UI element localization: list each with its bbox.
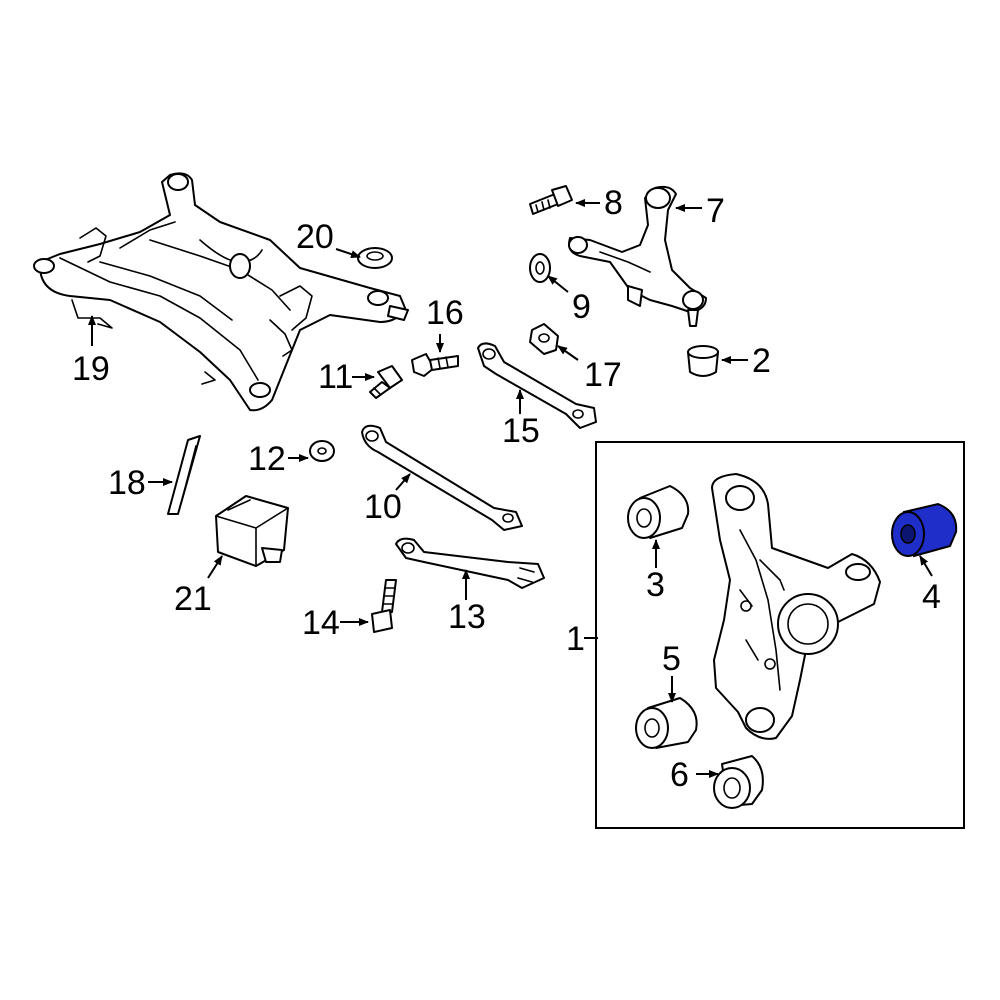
label-13: 13: [448, 598, 486, 636]
label-19: 19: [72, 350, 110, 388]
link-part-13[interactable]: [395, 537, 545, 589]
bolt-part-11[interactable]: [369, 365, 403, 399]
label-12: 12: [248, 440, 286, 478]
label-17: 17: [584, 356, 622, 394]
label-20: 20: [296, 218, 334, 256]
bushing-part-2[interactable]: [687, 345, 719, 377]
subframe-part[interactable]: [33, 172, 409, 412]
leader-lines: [88, 199, 933, 778]
link-part-10[interactable]: [361, 424, 523, 531]
label-8: 8: [604, 184, 623, 222]
label-18: 18: [108, 464, 146, 502]
label-15: 15: [502, 412, 540, 450]
washer-part-12[interactable]: [309, 440, 335, 462]
label-3: 3: [646, 566, 665, 604]
label-9: 9: [572, 288, 591, 326]
knuckle-assembly-box: [595, 441, 965, 829]
knuckle-part-1[interactable]: [711, 473, 881, 740]
bolt-part-8[interactable]: [529, 185, 573, 215]
strut-part-18[interactable]: [167, 435, 201, 515]
label-1: 1: [566, 620, 585, 658]
bushing-part-6[interactable]: [713, 755, 764, 809]
bushing-part-4-highlighted[interactable]: [891, 502, 958, 558]
label-7: 7: [706, 192, 725, 230]
washer-part-20[interactable]: [357, 247, 393, 269]
washer-part-9[interactable]: [529, 253, 551, 283]
bolt-part-14[interactable]: [371, 579, 397, 633]
label-6: 6: [670, 756, 689, 794]
upper-arm-part[interactable]: [568, 185, 707, 327]
link-part-15[interactable]: [477, 342, 597, 429]
module-part-21[interactable]: [215, 495, 289, 567]
label-10: 10: [364, 488, 402, 526]
label-11: 11: [318, 358, 353, 396]
bushing-part-5[interactable]: [635, 697, 698, 749]
bracket-part-17[interactable]: [529, 323, 559, 355]
bolt-part-16[interactable]: [411, 353, 459, 377]
label-16: 16: [426, 294, 464, 332]
label-4: 4: [922, 578, 941, 616]
label-14: 14: [302, 604, 340, 642]
label-5: 5: [662, 640, 681, 678]
label-2: 2: [752, 342, 771, 380]
bushing-part-3[interactable]: [627, 485, 690, 539]
label-21: 21: [174, 580, 212, 618]
callout-labels: 1 2 3 4 5 6 7 8 9 10 11 12 13 14 15 16 1…: [72, 184, 941, 794]
